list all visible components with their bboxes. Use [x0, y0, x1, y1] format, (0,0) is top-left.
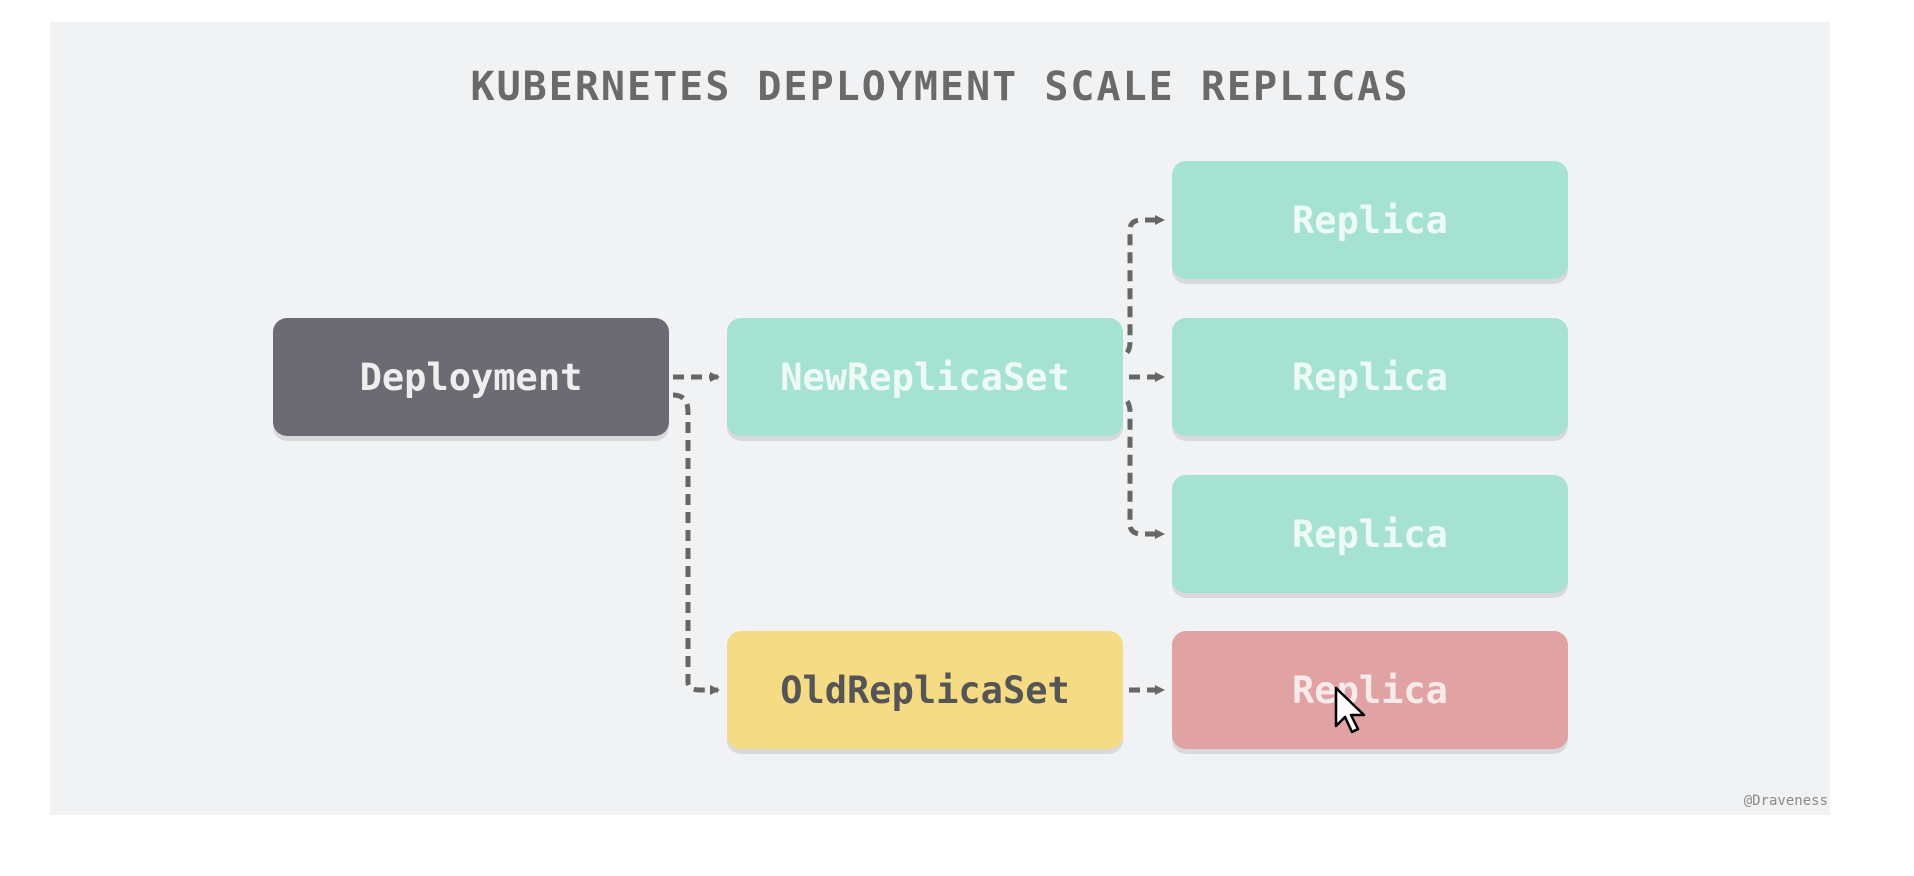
deployment-node: Deployment: [273, 318, 669, 436]
removed-replica-node: Replica: [1172, 631, 1568, 749]
mouse-pointer-icon: [1334, 686, 1366, 734]
author-credit: @Draveness: [1743, 793, 1828, 809]
diagram-title: KUBERNETES DEPLOYMENT SCALE REPLICAS: [470, 64, 1410, 110]
replica-node-2: Replica: [1172, 318, 1568, 436]
new-replicaset-node: NewReplicaSet: [727, 318, 1123, 436]
replica-2-label: Replica: [1292, 355, 1448, 399]
old-replicaset-label: OldReplicaSet: [780, 668, 1070, 712]
replica-1-label: Replica: [1292, 198, 1448, 242]
replica-node-1: Replica: [1172, 161, 1568, 279]
replica-node-3: Replica: [1172, 475, 1568, 593]
new-replicaset-label: NewReplicaSet: [780, 355, 1070, 399]
deployment-label: Deployment: [359, 355, 583, 399]
edge-deployment-to-oldreplicaset: [672, 392, 720, 695]
old-replicaset-node: OldReplicaSet: [727, 631, 1123, 749]
diagram-canvas: KUBERNETES DEPLOYMENT SCALE REPLICAS Dep…: [50, 22, 1830, 815]
removed-replica-label: Replica: [1292, 668, 1448, 712]
replica-3-label: Replica: [1292, 512, 1448, 556]
